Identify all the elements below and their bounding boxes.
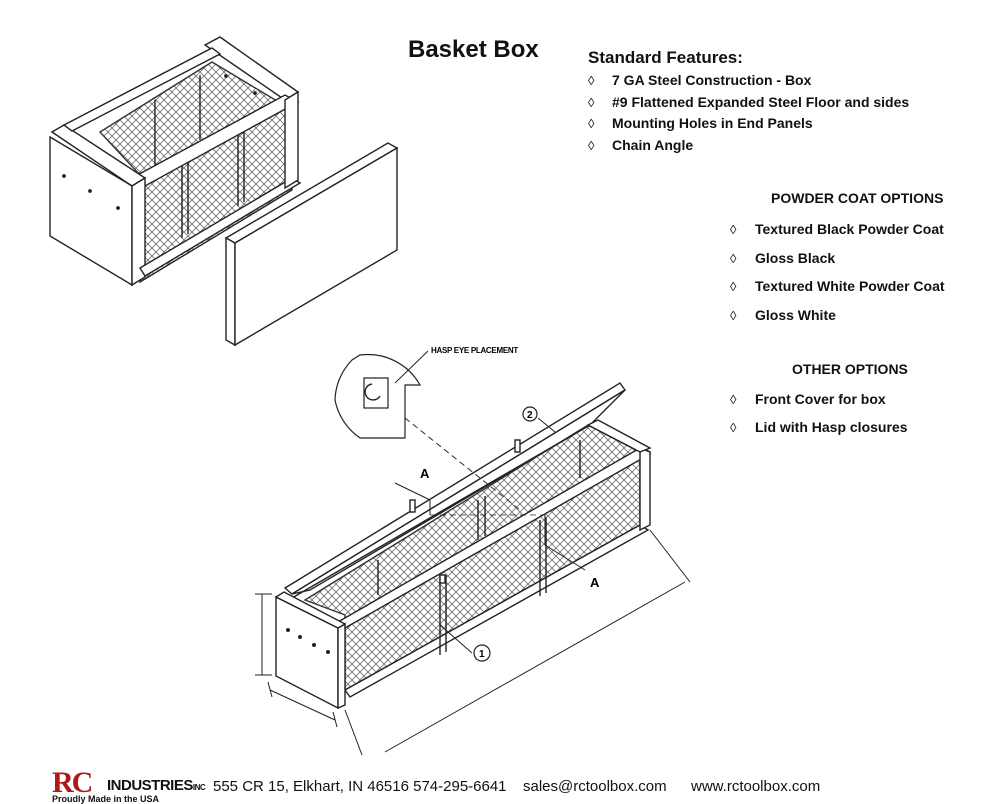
- bullet-icon: ◊: [588, 138, 595, 153]
- balloon-1-label: 1: [479, 649, 485, 660]
- powder-option-item: ◊Gloss White: [730, 307, 836, 323]
- page-title: Basket Box: [408, 36, 539, 63]
- balloon-2-label: 2: [527, 410, 533, 421]
- powder-option-item: ◊Gloss Black: [730, 250, 836, 266]
- feature-item: ◊7 GA Steel Construction - Box: [588, 72, 812, 88]
- front-cover-drawing: [224, 142, 399, 347]
- bullet-icon: ◊: [730, 222, 737, 237]
- basket-box-drawing: [49, 36, 302, 287]
- bullet-icon: ◊: [730, 420, 737, 435]
- powder-option-item: ◊Textured White Powder Coat: [730, 278, 945, 294]
- other-options-heading: OTHER OPTIONS: [792, 361, 908, 377]
- feature-item: ◊Chain Angle: [588, 137, 694, 153]
- feature-item: ◊Mounting Holes in End Panels: [588, 115, 813, 131]
- section-label-bottom: A: [590, 575, 600, 590]
- logo-tagline: Proudly Made in the USA: [52, 794, 160, 804]
- company-logo: RC INDUSTRIESINC Proudly Made in the USA: [52, 766, 206, 804]
- bullet-icon: ◊: [588, 95, 595, 110]
- hasp-callout-label: HASP EYE PLACEMENT: [431, 346, 518, 355]
- other-option-item: ◊Lid with Hasp closures: [730, 419, 908, 435]
- logo-rc-mark: RC: [52, 766, 93, 799]
- bullet-icon: ◊: [730, 251, 737, 266]
- bullet-icon: ◊: [730, 279, 737, 294]
- footer-address: 555 CR 15, Elkhart, IN 46516 574-295-664…: [213, 778, 507, 795]
- basket-with-lid-drawing: [255, 350, 691, 756]
- bullet-icon: ◊: [588, 73, 595, 88]
- footer-website[interactable]: www.rctoolbox.com: [691, 778, 821, 795]
- bullet-icon: ◊: [588, 116, 595, 131]
- powder-coat-heading: POWDER COAT OPTIONS: [771, 190, 944, 206]
- footer-email[interactable]: sales@rctoolbox.com: [523, 778, 667, 795]
- section-label-top: A: [420, 466, 430, 481]
- feature-item: ◊#9 Flattened Expanded Steel Floor and s…: [588, 94, 910, 110]
- standard-features-heading: Standard Features:: [588, 48, 743, 67]
- powder-option-item: ◊Textured Black Powder Coat: [730, 221, 944, 237]
- other-option-item: ◊Front Cover for box: [730, 391, 886, 407]
- bullet-icon: ◊: [730, 308, 737, 323]
- bullet-icon: ◊: [730, 392, 737, 407]
- logo-industries-text: INDUSTRIESINC: [107, 777, 206, 794]
